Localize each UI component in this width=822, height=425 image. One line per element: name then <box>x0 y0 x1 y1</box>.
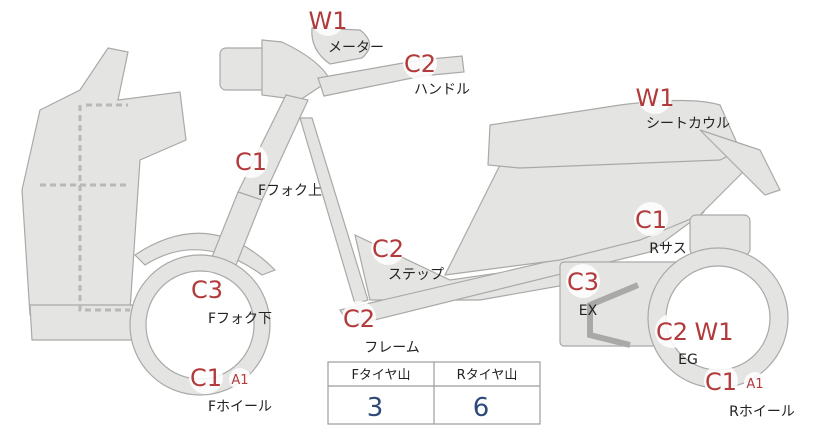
handle-code: C2 <box>404 50 436 78</box>
part-ffork-lower: C3 Fフォク下 <box>190 272 272 327</box>
meter-code: W1 <box>309 7 348 35</box>
head-cowl <box>261 39 331 101</box>
fwheel-sub: A1 <box>231 373 248 388</box>
ffork-lower-code: C3 <box>191 276 223 304</box>
step-label: ステップ <box>388 267 444 283</box>
ffork-lower-label: Fフォク下 <box>208 311 272 327</box>
tire-table-value-rear: 6 <box>473 393 490 423</box>
part-ffork-upper: C1 Fフォク上 <box>234 144 322 199</box>
rwheel-label: Rホイール <box>729 404 795 420</box>
ffork-upper-code: C1 <box>235 148 267 176</box>
exhaust-pipe <box>587 282 640 348</box>
part-step: C2 ステップ <box>371 231 444 283</box>
handle-label: ハンドル <box>414 82 470 98</box>
rsus-code: C1 <box>635 206 667 234</box>
rsus-label: Rサス <box>649 241 686 257</box>
eg-label: EG <box>678 352 698 368</box>
rwheel-code: C1 <box>705 368 737 396</box>
ex-code: C3 <box>567 268 599 296</box>
tire-table-header-front: Fタイヤ山 <box>351 368 410 383</box>
tire-table-value-front: 3 <box>367 393 384 423</box>
frame-code: C2 <box>343 305 375 333</box>
step-code: C2 <box>372 235 404 263</box>
ex-label: EX <box>579 303 598 319</box>
rwheel-sub: A1 <box>746 377 763 392</box>
tire-table: Fタイヤ山 Rタイヤ山 3 6 <box>327 361 541 425</box>
ffork-upper-label: Fフォク上 <box>258 183 322 199</box>
tire-table-header-rear: Rタイヤ山 <box>457 368 518 383</box>
eg-code-1: C2 <box>656 318 688 346</box>
seat-cowl-label: シートカウル <box>646 116 730 132</box>
part-meter: W1 メーター <box>309 4 384 56</box>
part-rwheel: C1 A1 Rホイール <box>704 364 795 420</box>
frame-label: フレーム <box>364 340 420 356</box>
meter-pod <box>311 27 371 65</box>
part-eg: C2 W1 EG <box>655 314 734 368</box>
front-trim-line <box>78 105 130 312</box>
seat-cowl-code: W1 <box>636 84 675 112</box>
seat-cowl-tail <box>699 129 781 196</box>
seat <box>487 99 741 169</box>
part-fwheel: C1 A1 Fホイール <box>189 360 272 415</box>
eg-code-2: W1 <box>695 318 734 346</box>
part-rsus: C1 Rサス <box>634 202 687 257</box>
part-seat-cowl: W1 シートカウル <box>636 80 730 132</box>
front-shield <box>21 47 187 316</box>
frame-tube <box>299 117 369 305</box>
part-ex: C3 EX <box>566 264 600 319</box>
part-handle: C2 ハンドル <box>403 46 470 98</box>
fwheel-code: C1 <box>190 364 222 392</box>
part-frame: C2 フレーム <box>342 301 420 356</box>
fwheel-label: Fホイール <box>208 399 272 415</box>
meter-label: メーター <box>328 40 384 56</box>
